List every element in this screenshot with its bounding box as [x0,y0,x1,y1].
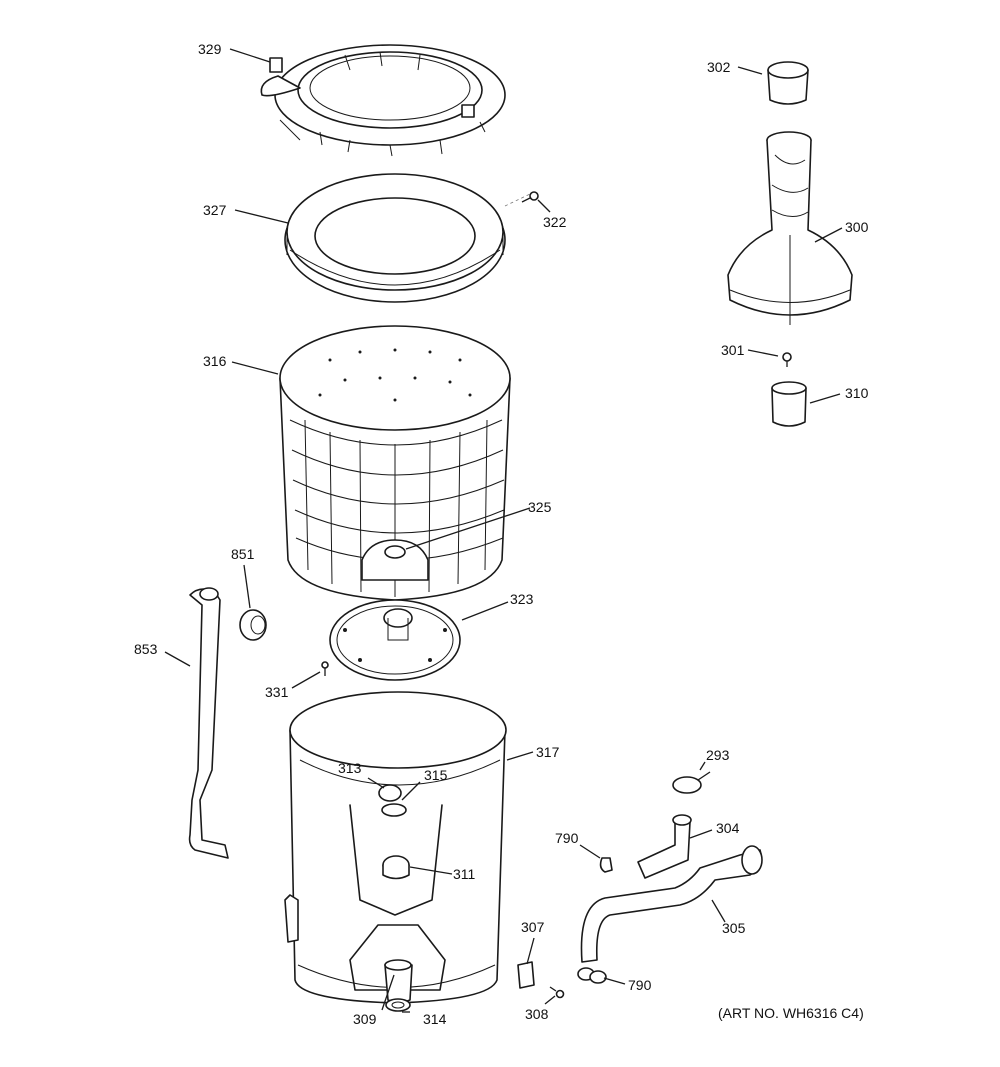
callout-300: 300 [845,219,869,235]
callout-314: 314 [423,1011,447,1027]
callout-302: 302 [707,59,731,75]
callout-293: 293 [706,747,730,763]
callout-307: 307 [521,919,545,935]
part-311-bearing [382,855,410,880]
part-325-nut [384,545,406,559]
callout-labels: 329 302 327 322 300 316 301 310 325 851 … [134,41,869,1027]
part-301-screw [782,352,792,367]
part-313-315-seals [378,784,407,817]
callout-315: 315 [424,767,448,783]
callout-327: 327 [203,202,227,218]
callout-308: 308 [525,1006,549,1022]
part-790-clamp-lower [577,967,607,984]
callout-311: 311 [453,866,476,882]
part-329-tub-cover [260,44,506,157]
art-number: (ART NO. WH6316 C4) [718,1005,864,1021]
leader-lines [164,48,843,1013]
part-853-fill-hose [188,587,229,859]
callout-851: 851 [231,546,255,562]
part-305-drain-hose [580,845,763,963]
part-309-seal-housing [384,959,413,1004]
callout-313: 313 [338,760,362,776]
part-790-clamp-upper [599,857,613,873]
part-314-washer [385,998,411,1012]
callout-790-upper: 790 [555,830,579,846]
part-317-outer-tub [284,691,507,1004]
callout-317: 317 [536,744,560,760]
part-304-hose-elbow [637,814,692,879]
part-851-fitting [239,609,267,641]
callout-322: 322 [543,214,567,230]
part-300-agitator [727,131,853,325]
callout-310: 310 [845,385,869,401]
part-308-screw [549,986,565,999]
part-323-hub-plate [329,599,461,681]
callout-853: 853 [134,641,158,657]
part-293-clamp [672,771,711,794]
part-302-agitator-cap [767,61,809,105]
callout-325: 325 [528,499,552,515]
callout-305: 305 [722,920,746,936]
callout-301: 301 [721,342,745,358]
part-310-coupling [771,381,807,427]
part-331-screw [321,661,329,676]
part-307-bracket [517,961,535,989]
callout-309: 309 [353,1011,377,1027]
callout-304: 304 [716,820,740,836]
callout-331: 331 [265,684,289,700]
part-322-screw [504,191,539,207]
callout-329: 329 [198,41,222,57]
callout-316: 316 [203,353,227,369]
part-316-wash-basket [279,325,511,601]
part-327-balance-ring [284,173,506,303]
callout-323: 323 [510,591,534,607]
callout-790-lower: 790 [628,977,652,993]
